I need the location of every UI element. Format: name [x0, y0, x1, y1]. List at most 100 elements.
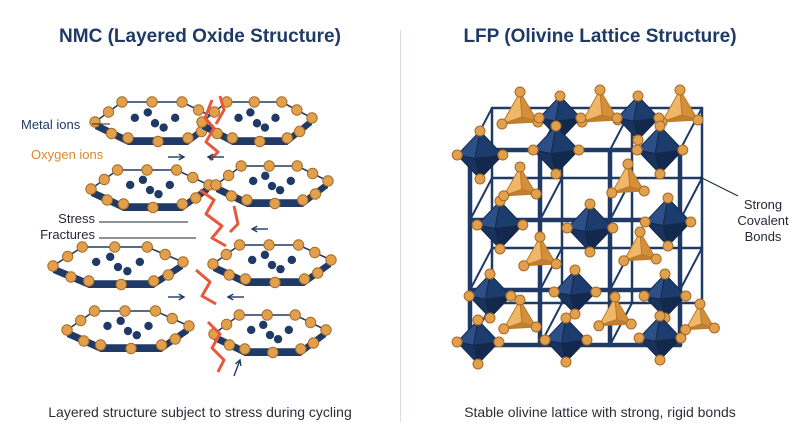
feo6-octahedron	[527, 120, 585, 180]
compression-arrow	[250, 225, 268, 233]
covalent-bond	[539, 247, 563, 291]
metal-ion	[91, 257, 101, 267]
po4-tetrahedron	[593, 291, 637, 332]
oxygen-ion	[182, 132, 194, 144]
oxygen-ion	[472, 358, 484, 370]
metal-ion	[143, 108, 152, 117]
covalent-bond	[679, 247, 703, 291]
oxygen-ion	[226, 132, 238, 144]
oxygen-ion	[111, 164, 124, 176]
oxygen-ion	[554, 90, 566, 102]
metal-ion	[246, 325, 256, 335]
oxygen-ion	[654, 354, 666, 366]
oxygen-ion	[147, 201, 159, 214]
oxygen-ion	[89, 116, 101, 128]
oxygen-ion	[496, 118, 508, 130]
metal-ion	[113, 262, 123, 272]
oxygen-ion	[149, 305, 162, 317]
oxygen-ion	[561, 222, 573, 234]
nmc-layered-structure	[47, 96, 337, 359]
compression-arrow	[168, 153, 186, 161]
oxygen-ion	[248, 96, 260, 108]
oxygen-ion	[159, 248, 171, 261]
oxygen-ion	[267, 346, 279, 359]
oxygen-ion	[298, 273, 311, 285]
metal-ion	[130, 113, 140, 123]
oxygen-ion	[105, 127, 118, 140]
oxygen-ion	[632, 134, 644, 146]
oxygen-ion	[119, 305, 131, 317]
oxygen-ion	[309, 246, 321, 259]
metal-ion	[145, 185, 155, 195]
oxygen-ion	[659, 268, 671, 280]
oxygen-ion	[325, 254, 337, 266]
oxygen-ion	[493, 336, 505, 348]
oxygen-ion	[276, 96, 288, 108]
oxygen-ion	[594, 84, 606, 96]
oxygen-ion	[223, 339, 236, 351]
metal-ion	[267, 260, 277, 270]
oxygen-ion	[654, 168, 666, 180]
feo6-octahedron	[548, 264, 602, 320]
feo6-octahedron	[631, 120, 689, 180]
stress-label-line2: Fractures	[40, 227, 95, 242]
oxygen-ion	[233, 309, 245, 321]
panel-divider	[400, 30, 401, 422]
oxygen-ion	[569, 264, 581, 276]
oxide-layer	[47, 241, 189, 291]
feo6-octahedron	[451, 125, 509, 185]
metal-ion	[260, 250, 270, 260]
oxygen-ion	[539, 334, 551, 346]
metal-ion	[267, 181, 277, 191]
oxygen-ion	[471, 219, 483, 231]
oxygen-ion	[291, 160, 303, 172]
metal-ion	[106, 252, 115, 262]
oxygen-ion	[102, 106, 115, 118]
oxygen-ion	[148, 275, 160, 287]
po4-tetrahedron	[498, 294, 542, 335]
metal-ion	[273, 334, 283, 344]
oxygen-ion	[607, 222, 619, 234]
oxygen-ion	[527, 144, 539, 156]
oxygen-ion	[514, 161, 526, 173]
metal-ion	[247, 255, 257, 265]
nmc-title: NMC (Layered Oxide Structure)	[59, 26, 341, 47]
oxygen-ion	[94, 339, 107, 351]
oxygen-ion	[692, 114, 704, 126]
oxide-layer	[207, 239, 337, 289]
po4-tetrahedron	[498, 161, 542, 202]
oxygen-ion	[289, 309, 301, 321]
oxygen-ion	[85, 183, 97, 195]
metal-ion	[287, 255, 297, 265]
label-leader-lines	[92, 123, 196, 239]
oxygen-ion	[654, 310, 666, 322]
oxygen-ion	[533, 112, 545, 124]
oxygen-ion	[83, 275, 95, 287]
oxygen-ion	[575, 112, 587, 124]
oxygen-ion	[98, 173, 110, 186]
oxygen-ion	[632, 90, 644, 102]
metal-ion	[150, 119, 160, 128]
feo6-octahedron	[633, 310, 687, 366]
oxide-layer	[208, 309, 332, 359]
oxygen-ion	[176, 96, 188, 108]
oxygen-ion	[484, 268, 496, 280]
oxygen-ion	[115, 278, 127, 291]
oxygen-ion	[61, 324, 73, 336]
stress-fractures-label: Stress Fractures	[40, 211, 95, 243]
oxygen-ion	[312, 267, 324, 279]
oxygen-ion	[116, 96, 128, 108]
covalent-bond	[539, 177, 563, 221]
oxygen-ion	[590, 286, 602, 298]
oxygen-ion	[618, 255, 630, 267]
metal-ion	[138, 175, 148, 185]
covalent-bond	[679, 177, 703, 221]
metal-ion	[165, 180, 175, 190]
oxygen-ion	[155, 339, 168, 351]
feo6-octahedron	[561, 198, 619, 258]
oxygen-ion	[169, 333, 181, 345]
nmc-caption: Layered structure subject to stress duri…	[48, 404, 352, 420]
oxygen-ion	[220, 318, 233, 331]
oxygen-ion	[472, 314, 484, 326]
